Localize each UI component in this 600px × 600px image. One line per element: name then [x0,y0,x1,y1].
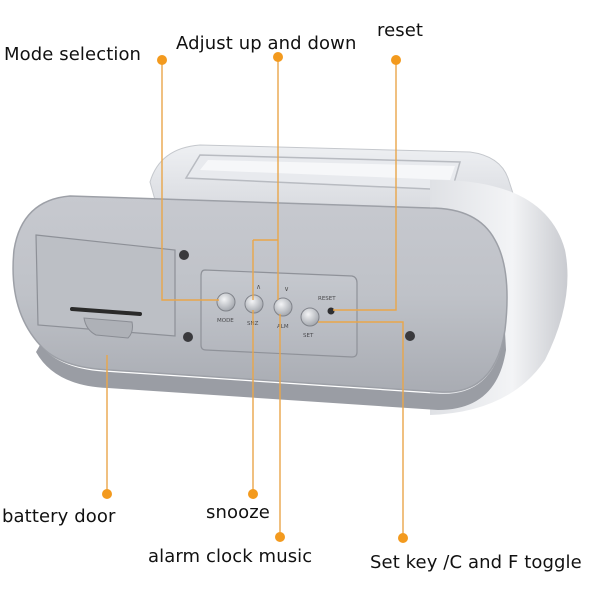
snooze-button[interactable] [244,294,264,314]
dot-mode [157,55,167,65]
set-key-label: Set key /C and F toggle [370,552,582,573]
screw-bottom-left [183,332,193,342]
reset-annotation-label: reset [377,20,424,41]
dot-set [398,533,408,543]
screw-top-left [179,250,189,260]
screw-right [405,331,415,341]
adjust-label: Adjust up and down [176,33,357,54]
set-button[interactable] [300,307,320,327]
battery-door [35,234,176,339]
reset-hole[interactable] [327,307,335,315]
leader-mode [161,60,219,301]
button-label-set: SET [303,333,314,339]
alarm-button[interactable] [273,297,293,317]
button-label-mode: MODE [217,318,234,324]
alarm-music-label: alarm clock music [148,546,313,567]
dot-reset [391,55,401,65]
up-arrow-icon: ∧ [256,283,261,291]
dot-battery [102,489,112,499]
dot-adjust [273,52,283,62]
mode-button[interactable] [216,292,236,312]
leader-set [318,321,404,538]
down-arrow-icon: ∨ [284,285,289,293]
mode-selection-label: Mode selection [4,44,142,65]
button-label-alm: ALM [277,324,289,330]
leader-reset [333,60,397,311]
reset-label: RESET [318,296,336,302]
dot-alarm [275,532,285,542]
leader-lines [106,57,404,538]
callout-dots [102,52,408,543]
clock-top-housing [149,144,521,216]
dot-snooze [248,489,258,499]
battery-door-label: battery door [2,506,116,527]
snooze-label: snooze [206,502,270,523]
